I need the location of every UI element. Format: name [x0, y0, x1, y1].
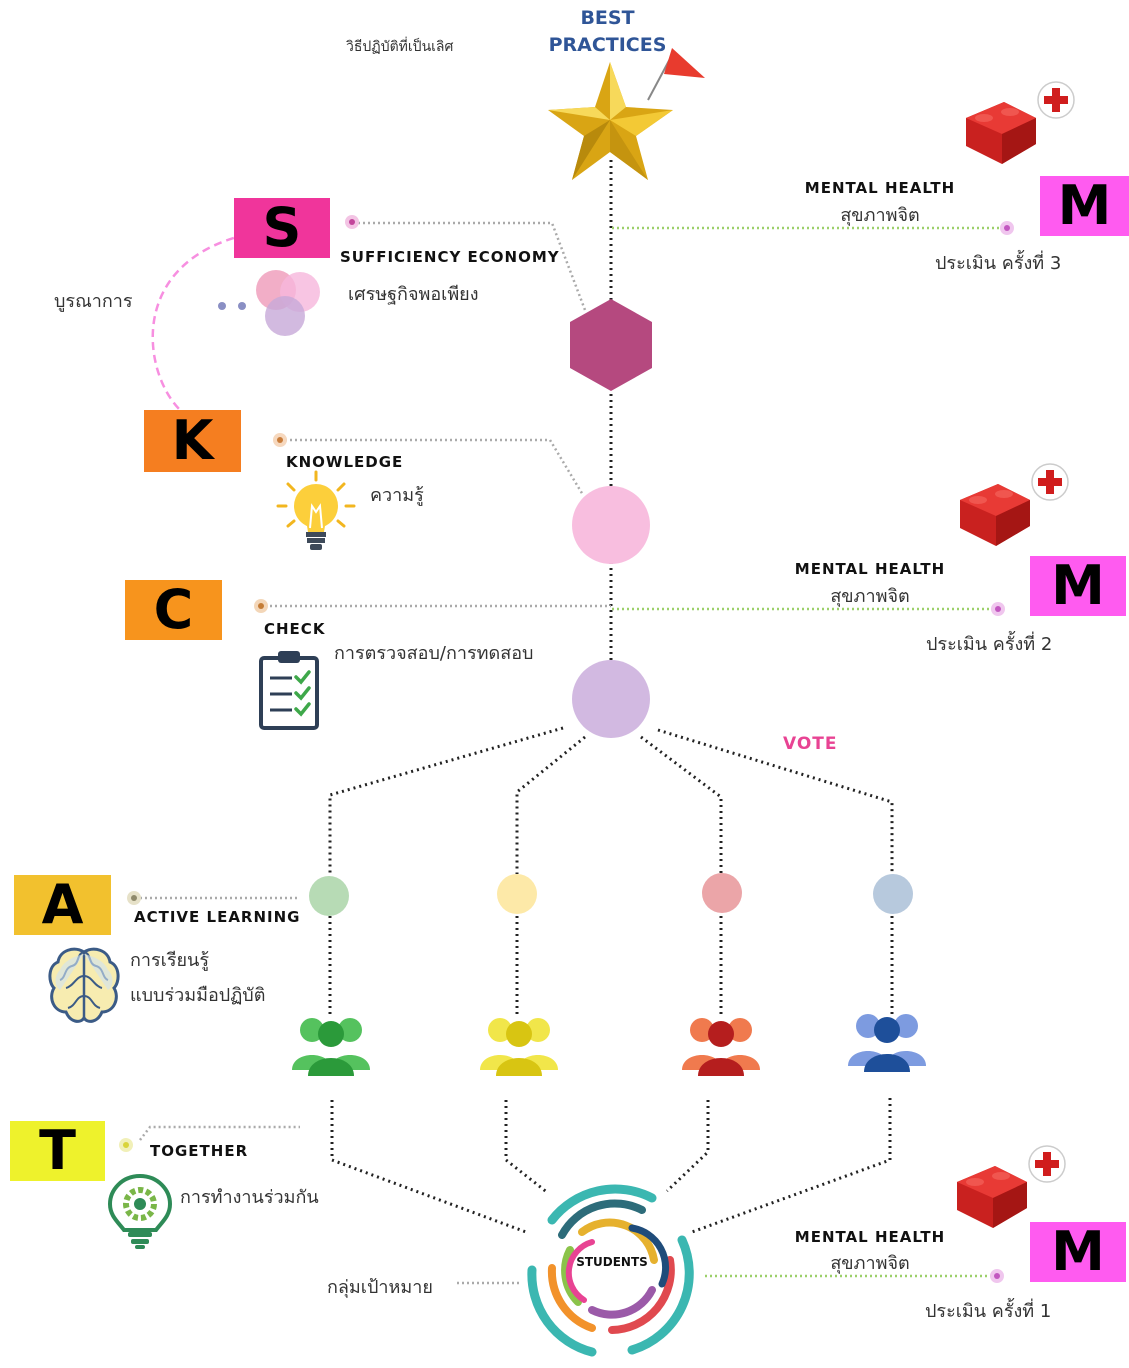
bullet-icon — [345, 215, 359, 229]
people-group-red-icon — [682, 1018, 760, 1076]
letter-k: K — [171, 409, 214, 472]
letter-m-box-1: M — [1030, 1222, 1126, 1282]
knowledge-title: KNOWLEDGE — [286, 453, 404, 471]
best-practices-thai: วิธีปฏิบัติที่เป็นเลิศ — [346, 39, 454, 55]
knowledge-node — [572, 486, 650, 564]
letter-m: M — [1051, 554, 1105, 617]
gear-bulb-icon — [107, 1173, 173, 1249]
lightbulb-icon — [276, 470, 356, 550]
check-node — [572, 660, 650, 738]
mental-health-title: MENTAL HEALTH — [794, 560, 946, 578]
active-learning-thai-line2: แบบร่วมมือปฏิบัติ — [130, 985, 266, 1006]
letter-k-box: K — [144, 410, 241, 472]
letter-m-box-3: M — [1040, 176, 1129, 236]
hexagon-node-icon — [570, 299, 652, 391]
check-thai: การตรวจสอบ/การทดสอบ — [334, 643, 534, 664]
mental-health-title: MENTAL HEALTH — [804, 179, 956, 197]
sufficiency-economy-thai: เศรษฐกิจพอเพียง — [348, 284, 479, 305]
group-dot-green — [309, 876, 349, 916]
assessment-label: ประเมิน ครั้งที่ 3 — [935, 253, 1062, 274]
assessment-label: ประเมิน ครั้งที่ 1 — [925, 1301, 1052, 1322]
check-title: CHECK — [264, 620, 326, 638]
brain-icon — [48, 947, 120, 1023]
students-ring-icon — [527, 1184, 694, 1357]
letter-m: M — [1057, 174, 1112, 237]
venn-circles-icon — [218, 270, 320, 336]
bullet-icon — [990, 1269, 1004, 1283]
students-label: STUDENTS — [576, 1255, 648, 1269]
letter-s: S — [262, 196, 302, 259]
assessment-label: ประเมิน ครั้งที่ 2 — [926, 634, 1053, 655]
vote-label: VOTE — [783, 734, 838, 754]
heart-plus-icon — [966, 81, 1075, 164]
best-practices-line1: BEST — [580, 7, 635, 29]
letter-t-box: T — [10, 1121, 105, 1181]
letter-a: A — [41, 873, 84, 936]
letter-m: M — [1051, 1220, 1105, 1283]
bullet-icon — [254, 599, 268, 613]
best-practices-line2: PRACTICES — [548, 34, 667, 56]
together-title: TOGETHER — [150, 1142, 249, 1160]
active-learning-title: ACTIVE LEARNING — [134, 908, 301, 926]
best-practices-title: BEST PRACTICES — [540, 5, 675, 59]
target-group-label: กลุ่มเป้าหมาย — [327, 1277, 433, 1298]
mental-health-thai: สุขภาพจิต — [830, 1253, 910, 1274]
letter-m-box-2: M — [1030, 556, 1126, 616]
active-learning-thai-line1: การเรียนรู้ — [130, 950, 210, 971]
mental-health-title: MENTAL HEALTH — [794, 1228, 946, 1246]
sufficiency-economy-title: SUFFICIENCY ECONOMY — [340, 248, 560, 266]
letter-t: T — [39, 1119, 76, 1182]
letter-c: C — [153, 578, 194, 641]
people-group-green-icon — [292, 1018, 370, 1076]
star-flag-icon — [548, 48, 705, 180]
together-thai: การทำงานร่วมกัน — [180, 1187, 319, 1208]
letter-a-box: A — [14, 875, 111, 935]
heart-plus-icon — [960, 463, 1069, 546]
group-dot-blue — [873, 874, 913, 914]
bullet-icon — [127, 891, 141, 905]
bullet-icon — [273, 433, 287, 447]
clipboard-checklist-icon — [259, 651, 319, 730]
bullet-icon — [119, 1138, 133, 1152]
integration-label: บูรณาการ — [54, 291, 133, 312]
mental-health-thai: สุขภาพจิต — [830, 586, 910, 607]
mental-health-thai: สุขภาพจิต — [840, 205, 920, 226]
letter-c-box: C — [125, 580, 222, 640]
letter-s-box: S — [234, 198, 330, 258]
group-dot-red — [702, 873, 742, 913]
heart-plus-icon — [957, 1145, 1066, 1228]
bullet-icon — [991, 602, 1005, 616]
group-dot-yellow — [497, 874, 537, 914]
people-group-yellow-icon — [480, 1018, 558, 1076]
people-group-blue-icon — [848, 1014, 926, 1072]
bullet-icon — [1000, 221, 1014, 235]
knowledge-thai: ความรู้ — [370, 485, 424, 506]
